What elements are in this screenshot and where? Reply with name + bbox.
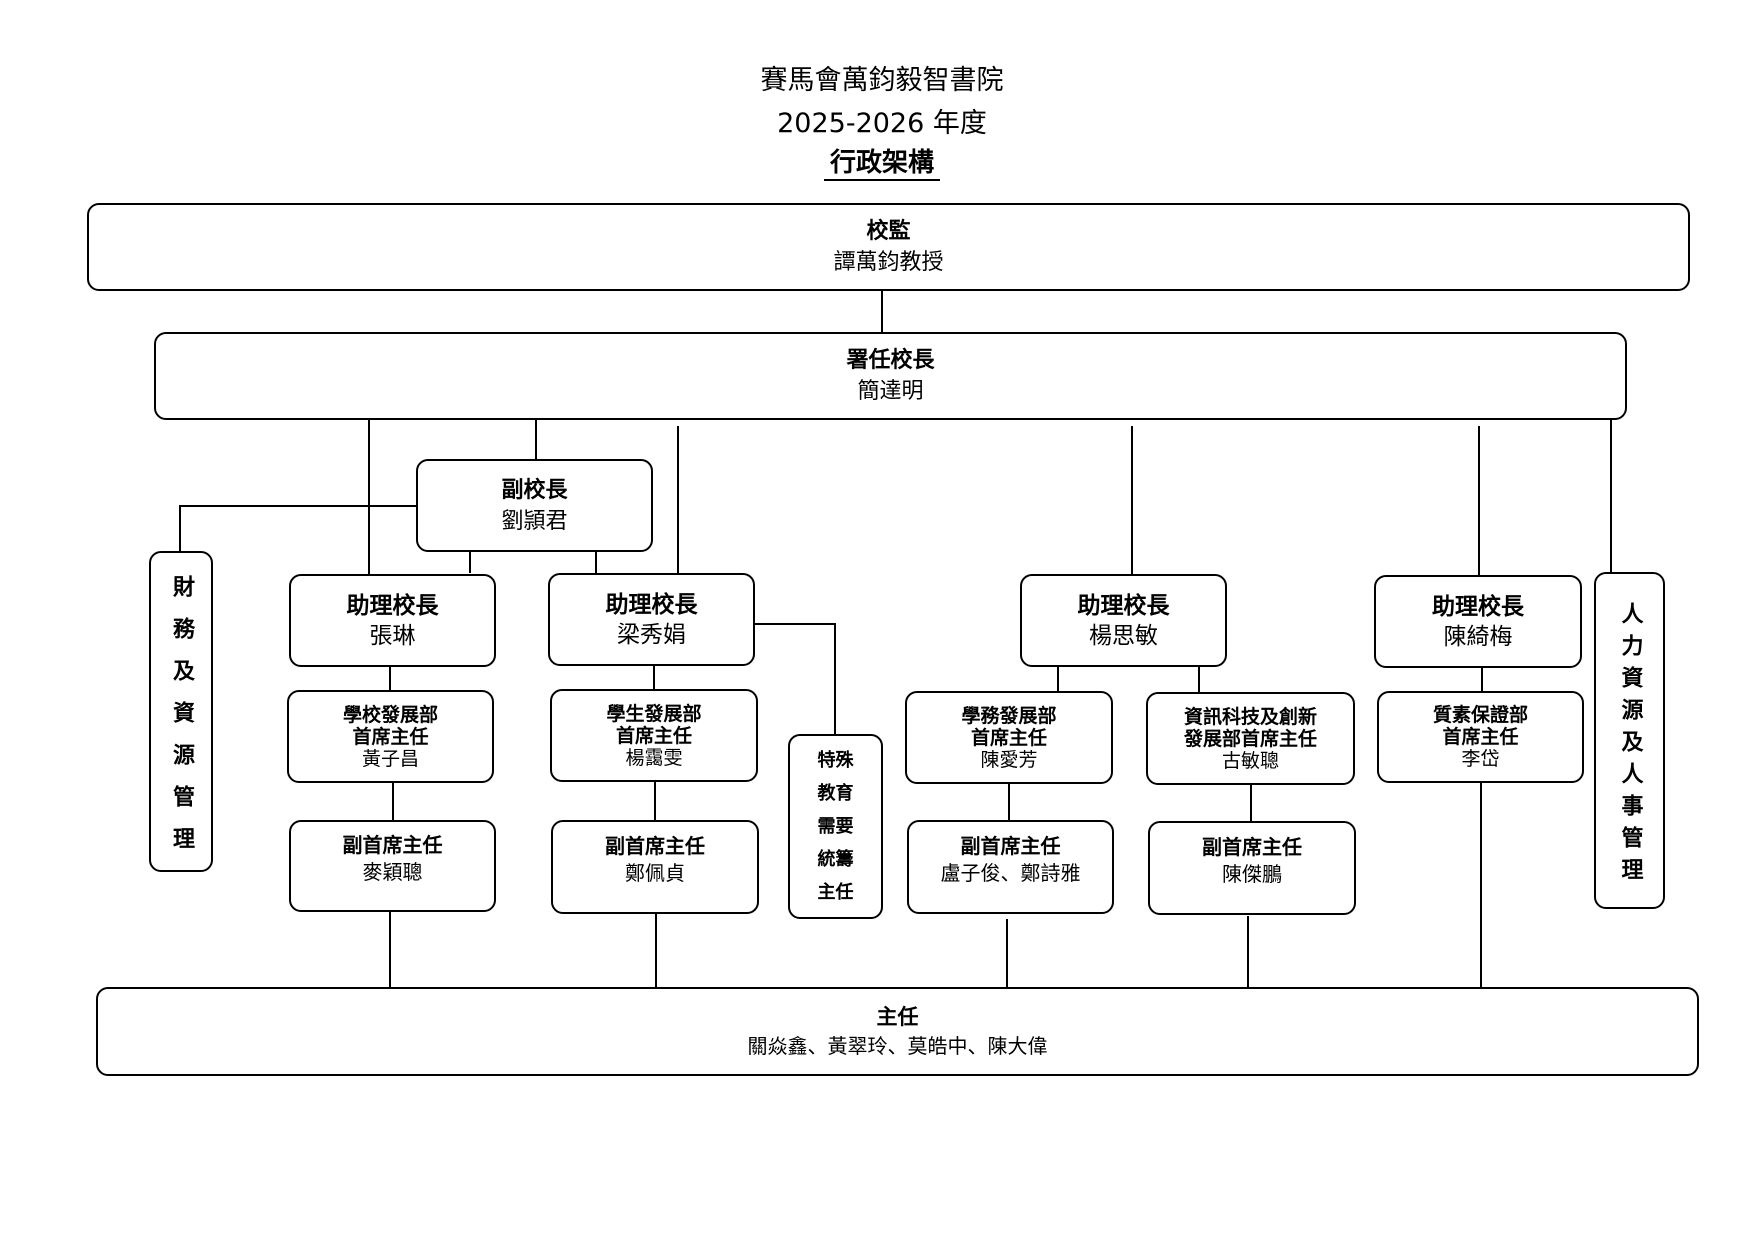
assistant-principal-box: 助理校長 楊思敏: [1020, 574, 1227, 667]
human-resources-label: 人力資源及人事管理: [1617, 601, 1643, 890]
chart-title-text: 行政架構: [823, 147, 940, 181]
heads-names: 關焱鑫、黃翠玲、莫皓中、陳大偉: [747, 1033, 1048, 1058]
acting-principal-box: 署任校長 簡達明: [154, 332, 1627, 420]
connector-ap2-sen: [755, 623, 836, 734]
sen-label-line: 統籌: [817, 849, 854, 870]
deputy-head-box: 副首席主任 陳傑鵬: [1148, 821, 1356, 915]
department-name: 學務發展部: [961, 704, 1057, 727]
it-innovation-head-box: 資訊科技及創新 發展部首席主任 古敏聰: [1146, 692, 1355, 785]
assistant-principal-name: 梁秀娟: [617, 621, 686, 648]
head-title: 首席主任: [615, 724, 692, 747]
assistant-principal-name: 陳綺梅: [1443, 623, 1513, 650]
school-name: 賽馬會萬鈞毅智書院: [760, 65, 1004, 96]
deputy-head-role: 副首席主任: [605, 834, 705, 858]
department-name: 質素保證部: [1432, 704, 1528, 726]
deputy-head-box: 副首席主任 麥穎聰: [289, 820, 496, 912]
assistant-principal-box: 助理校長 陳綺梅: [1374, 575, 1582, 668]
academic-development-head-box: 學務發展部 首席主任 陳愛芳: [905, 691, 1113, 784]
connector-vice-finance: [179, 505, 416, 551]
assistant-principal-role: 助理校長: [1432, 593, 1524, 620]
department-name: 學校發展部: [342, 703, 438, 726]
deputy-head-role: 副首席主任: [342, 833, 443, 857]
head-name: 楊靄雯: [625, 746, 683, 769]
assistant-principal-name: 楊思敏: [1089, 622, 1158, 649]
finance-resources-box: 財務及資源管理: [149, 551, 213, 872]
deputy-head-name: 鄭佩貞: [625, 861, 685, 885]
quality-assurance-head-box: 質素保證部 首席主任 李岱: [1377, 691, 1584, 783]
student-development-head-box: 學生發展部 首席主任 楊靄雯: [550, 689, 758, 782]
sen-label-line: 特殊: [817, 750, 854, 771]
sen-coordinator-box: 特殊 教育 需要 統籌 主任: [788, 734, 883, 919]
heads-box: 主任 關焱鑫、黃翠玲、莫皓中、陳大偉: [96, 987, 1699, 1076]
supervisor-name: 譚萬鈞教授: [833, 250, 944, 275]
deputy-head-name: 麥穎聰: [362, 860, 423, 884]
head-title: 首席主任: [1442, 726, 1519, 748]
head-name: 李岱: [1461, 748, 1500, 770]
head-title: 首席主任: [352, 725, 429, 748]
acting-principal-name: 簡達明: [857, 379, 924, 404]
heads-role: 主任: [876, 1004, 919, 1029]
school-year: 2025-2026 年度: [777, 108, 987, 139]
head-title: 發展部首席主任: [1183, 727, 1317, 750]
deputy-head-name: 盧子俊、鄭詩雅: [940, 861, 1081, 885]
vice-principal-name: 劉頴君: [501, 508, 568, 534]
sen-label-line: 教育: [817, 783, 854, 804]
assistant-principal-role: 助理校長: [1077, 592, 1170, 619]
sen-label-line: 需要: [817, 816, 854, 837]
assistant-principal-role: 助理校長: [346, 592, 439, 619]
sen-label-line: 主任: [817, 882, 854, 903]
assistant-principal-name: 張琳: [369, 622, 416, 649]
deputy-head-name: 陳傑鵬: [1222, 862, 1282, 886]
assistant-principal-box: 助理校長 梁秀娟: [548, 573, 755, 666]
head-name: 黃子昌: [361, 747, 419, 770]
deputy-head-box: 副首席主任 盧子俊、鄭詩雅: [907, 820, 1114, 914]
vice-principal-role: 副校長: [501, 477, 568, 503]
department-name: 資訊科技及創新: [1183, 705, 1317, 728]
deputy-head-box: 副首席主任 鄭佩貞: [551, 820, 759, 914]
department-name: 學生發展部: [606, 702, 702, 725]
acting-principal-role: 署任校長: [846, 348, 935, 373]
head-title: 首席主任: [970, 726, 1047, 749]
deputy-head-role: 副首席主任: [1202, 835, 1302, 859]
assistant-principal-box: 助理校長 張琳: [289, 574, 496, 667]
vice-principal-box: 副校長 劉頴君: [416, 459, 653, 552]
head-name: 古敏聰: [1221, 749, 1279, 772]
human-resources-box: 人力資源及人事管理: [1594, 572, 1665, 909]
deputy-head-role: 副首席主任: [960, 834, 1061, 858]
finance-resources-label: 財務及資源管理: [169, 574, 194, 869]
school-development-head-box: 學校發展部 首席主任 黃子昌: [287, 690, 494, 783]
chart-title: 行政架構: [632, 146, 1132, 181]
head-name: 陳愛芳: [980, 748, 1038, 771]
supervisor-role: 校監: [866, 219, 911, 244]
supervisor-box: 校監 譚萬鈞教授: [87, 203, 1690, 291]
assistant-principal-role: 助理校長: [605, 591, 698, 618]
